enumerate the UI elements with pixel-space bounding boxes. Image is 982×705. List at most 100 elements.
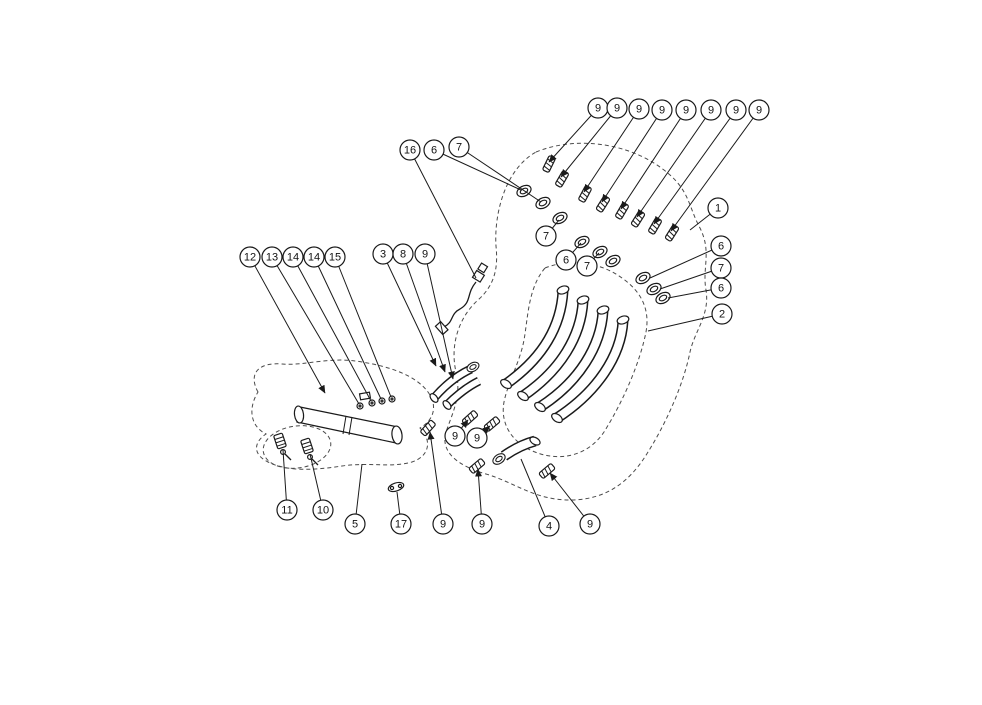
leader-line [424,253,455,380]
outline-fasteners [262,425,332,469]
svg-text:11: 11 [281,505,292,517]
leader-line [560,107,618,178]
callout-2: 2 [711,303,733,325]
svg-text:7: 7 [584,261,590,273]
callout-9: 9 [579,513,601,535]
callout-14: 14 [303,246,325,268]
svg-text:5: 5 [352,519,358,531]
callout-7: 7 [710,257,732,279]
leader-line [292,256,372,402]
callout-7: 7 [535,225,557,247]
callout-9: 9 [628,98,650,120]
callout-9: 9 [466,427,488,449]
leader-line [382,253,437,367]
leader-line [601,109,663,203]
svg-text:9: 9 [659,105,665,117]
callout-9: 9 [675,99,697,121]
callout-11: 11 [276,499,298,521]
callout-9: 9 [700,99,722,121]
leader-line [636,109,712,218]
callout-12: 12 [239,246,261,268]
leader-line [409,149,477,279]
callout-3: 3 [372,243,394,265]
svg-text:9: 9 [479,519,485,531]
callout-17: 17 [390,513,412,535]
callout-1: 1 [707,197,729,219]
leader-line [249,256,326,394]
leader-lines [249,107,760,527]
callout-9: 9 [432,513,454,535]
callout-16: 16 [399,139,421,161]
clamp-drawing [387,481,405,493]
svg-text:9: 9 [683,105,689,117]
svg-text:8: 8 [400,249,406,261]
svg-text:6: 6 [563,255,569,267]
svg-text:6: 6 [718,283,724,295]
leader-line [458,146,542,203]
svg-text:6: 6 [718,241,724,253]
callout-6: 6 [710,235,732,257]
svg-text:14: 14 [287,252,299,264]
callout-10: 10 [312,499,334,521]
svg-text:7: 7 [456,142,462,154]
svg-text:7: 7 [543,231,549,243]
svg-text:16: 16 [404,145,416,157]
svg-text:9: 9 [636,104,642,116]
callout-9: 9 [606,97,628,119]
callout-9: 9 [587,97,609,119]
svg-text:2: 2 [719,309,725,321]
leader-line [649,245,722,279]
svg-text:3: 3 [380,249,386,261]
callout-15: 15 [324,246,346,268]
callout-9: 9 [748,99,770,121]
leader-line [647,313,723,332]
svg-text:9: 9 [587,519,593,531]
header-pipes-drawing [500,285,630,424]
svg-text:15: 15 [329,252,341,264]
leader-line [334,256,392,398]
callout-14: 14 [282,246,304,268]
svg-text:9: 9 [614,103,620,115]
callout-7: 7 [448,136,470,158]
callout-6: 6 [423,139,445,161]
callout-9: 9 [444,425,466,447]
fasteners-drawing [272,432,405,493]
leader-line [313,256,382,400]
dashed-outlines [251,142,708,501]
svg-text:14: 14 [308,252,320,264]
svg-text:9: 9 [733,105,739,117]
callout-9: 9 [725,99,747,121]
svg-text:1: 1 [715,203,721,215]
callout-9: 9 [651,99,673,121]
callout-6: 6 [555,249,577,271]
svg-text:10: 10 [317,505,329,517]
leader-line [402,253,446,373]
pipe-section-drawing [490,435,541,468]
leader-line [548,107,599,163]
callout-6: 6 [710,277,732,299]
svg-text:9: 9 [440,519,446,531]
collector-drawing [429,359,482,410]
leader-line [520,458,550,527]
callout-4: 4 [538,515,560,537]
leader-line [620,109,687,210]
leader-line [427,431,444,525]
svg-text:9: 9 [595,103,601,115]
outline-complete-kit [444,142,708,501]
leader-line [670,109,760,232]
svg-text:6: 6 [431,145,437,157]
callout-9: 9 [414,243,436,265]
leader-line [433,149,522,191]
svg-text:7: 7 [718,263,724,275]
svg-text:9: 9 [708,105,714,117]
leader-line [583,108,640,193]
svg-text:9: 9 [474,433,480,445]
svg-text:13: 13 [266,252,278,264]
leader-line [549,472,591,525]
gasket-rings-drawing [514,182,673,307]
callout-5: 5 [344,513,366,535]
leader-line [653,109,737,225]
